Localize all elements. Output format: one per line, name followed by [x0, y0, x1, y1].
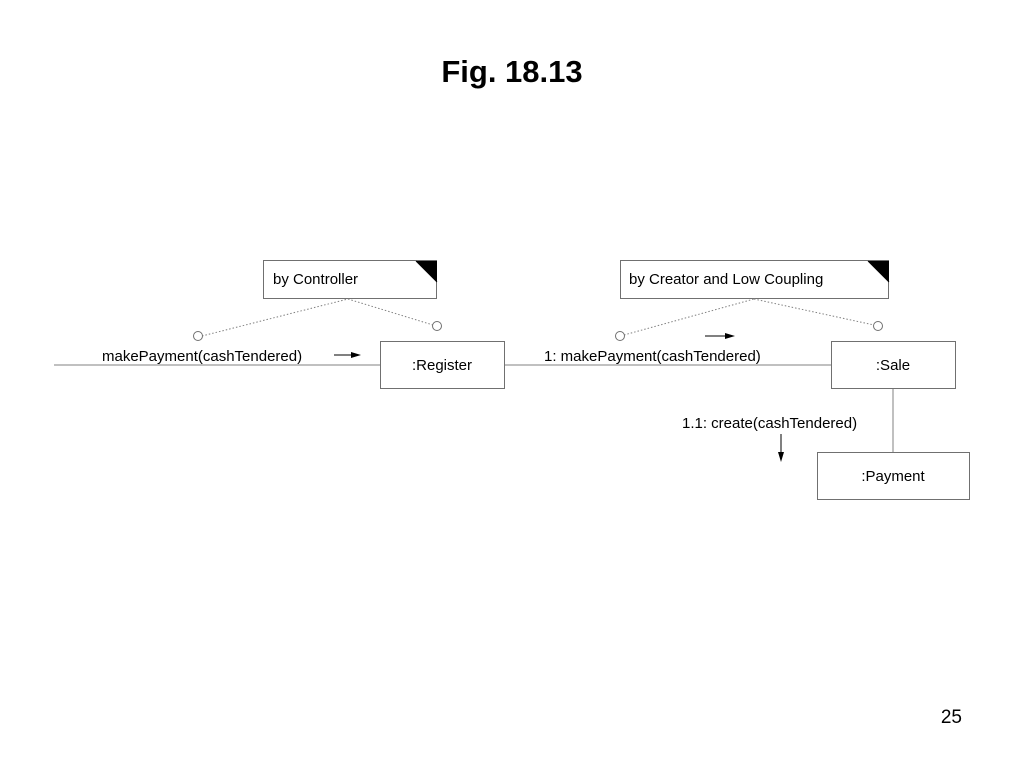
anchor-circle-incoming — [193, 331, 203, 341]
note-controller-anchor-left — [201, 298, 349, 337]
message-incoming-arrow-icon — [334, 352, 361, 358]
message-incoming: makePayment(cashTendered) — [102, 348, 302, 365]
anchor-circle-sale — [873, 321, 883, 331]
object-payment-label: :Payment — [861, 468, 925, 485]
note-controller-text: by Controller — [273, 271, 358, 288]
note-creator: by Creator and Low Coupling — [620, 260, 890, 299]
message-register-to-sale-arrow-icon — [705, 333, 735, 339]
object-register: :Register — [380, 341, 505, 389]
slide-title: Fig. 18.13 — [441, 54, 583, 89]
object-payment: :Payment — [817, 452, 970, 500]
message-sale-to-payment-arrow-icon — [778, 434, 784, 462]
anchor-circle-register-sale-link — [615, 331, 625, 341]
object-sale: :Sale — [831, 341, 956, 389]
page-number: 25 — [940, 707, 962, 728]
note-creator-anchor-left — [623, 298, 755, 336]
note-creator-text: by Creator and Low Coupling — [629, 271, 823, 288]
object-register-label: :Register — [412, 357, 472, 374]
message-sale-to-payment: 1.1: create(cashTendered) — [682, 415, 857, 432]
note-controller: by Controller — [263, 260, 438, 299]
note-creator-anchor-right — [753, 298, 875, 326]
note-controller-anchor-right — [347, 298, 434, 326]
message-register-to-sale: 1: makePayment(cashTendered) — [544, 348, 761, 365]
object-sale-label: :Sale — [876, 357, 910, 374]
anchor-circle-register — [432, 321, 442, 331]
